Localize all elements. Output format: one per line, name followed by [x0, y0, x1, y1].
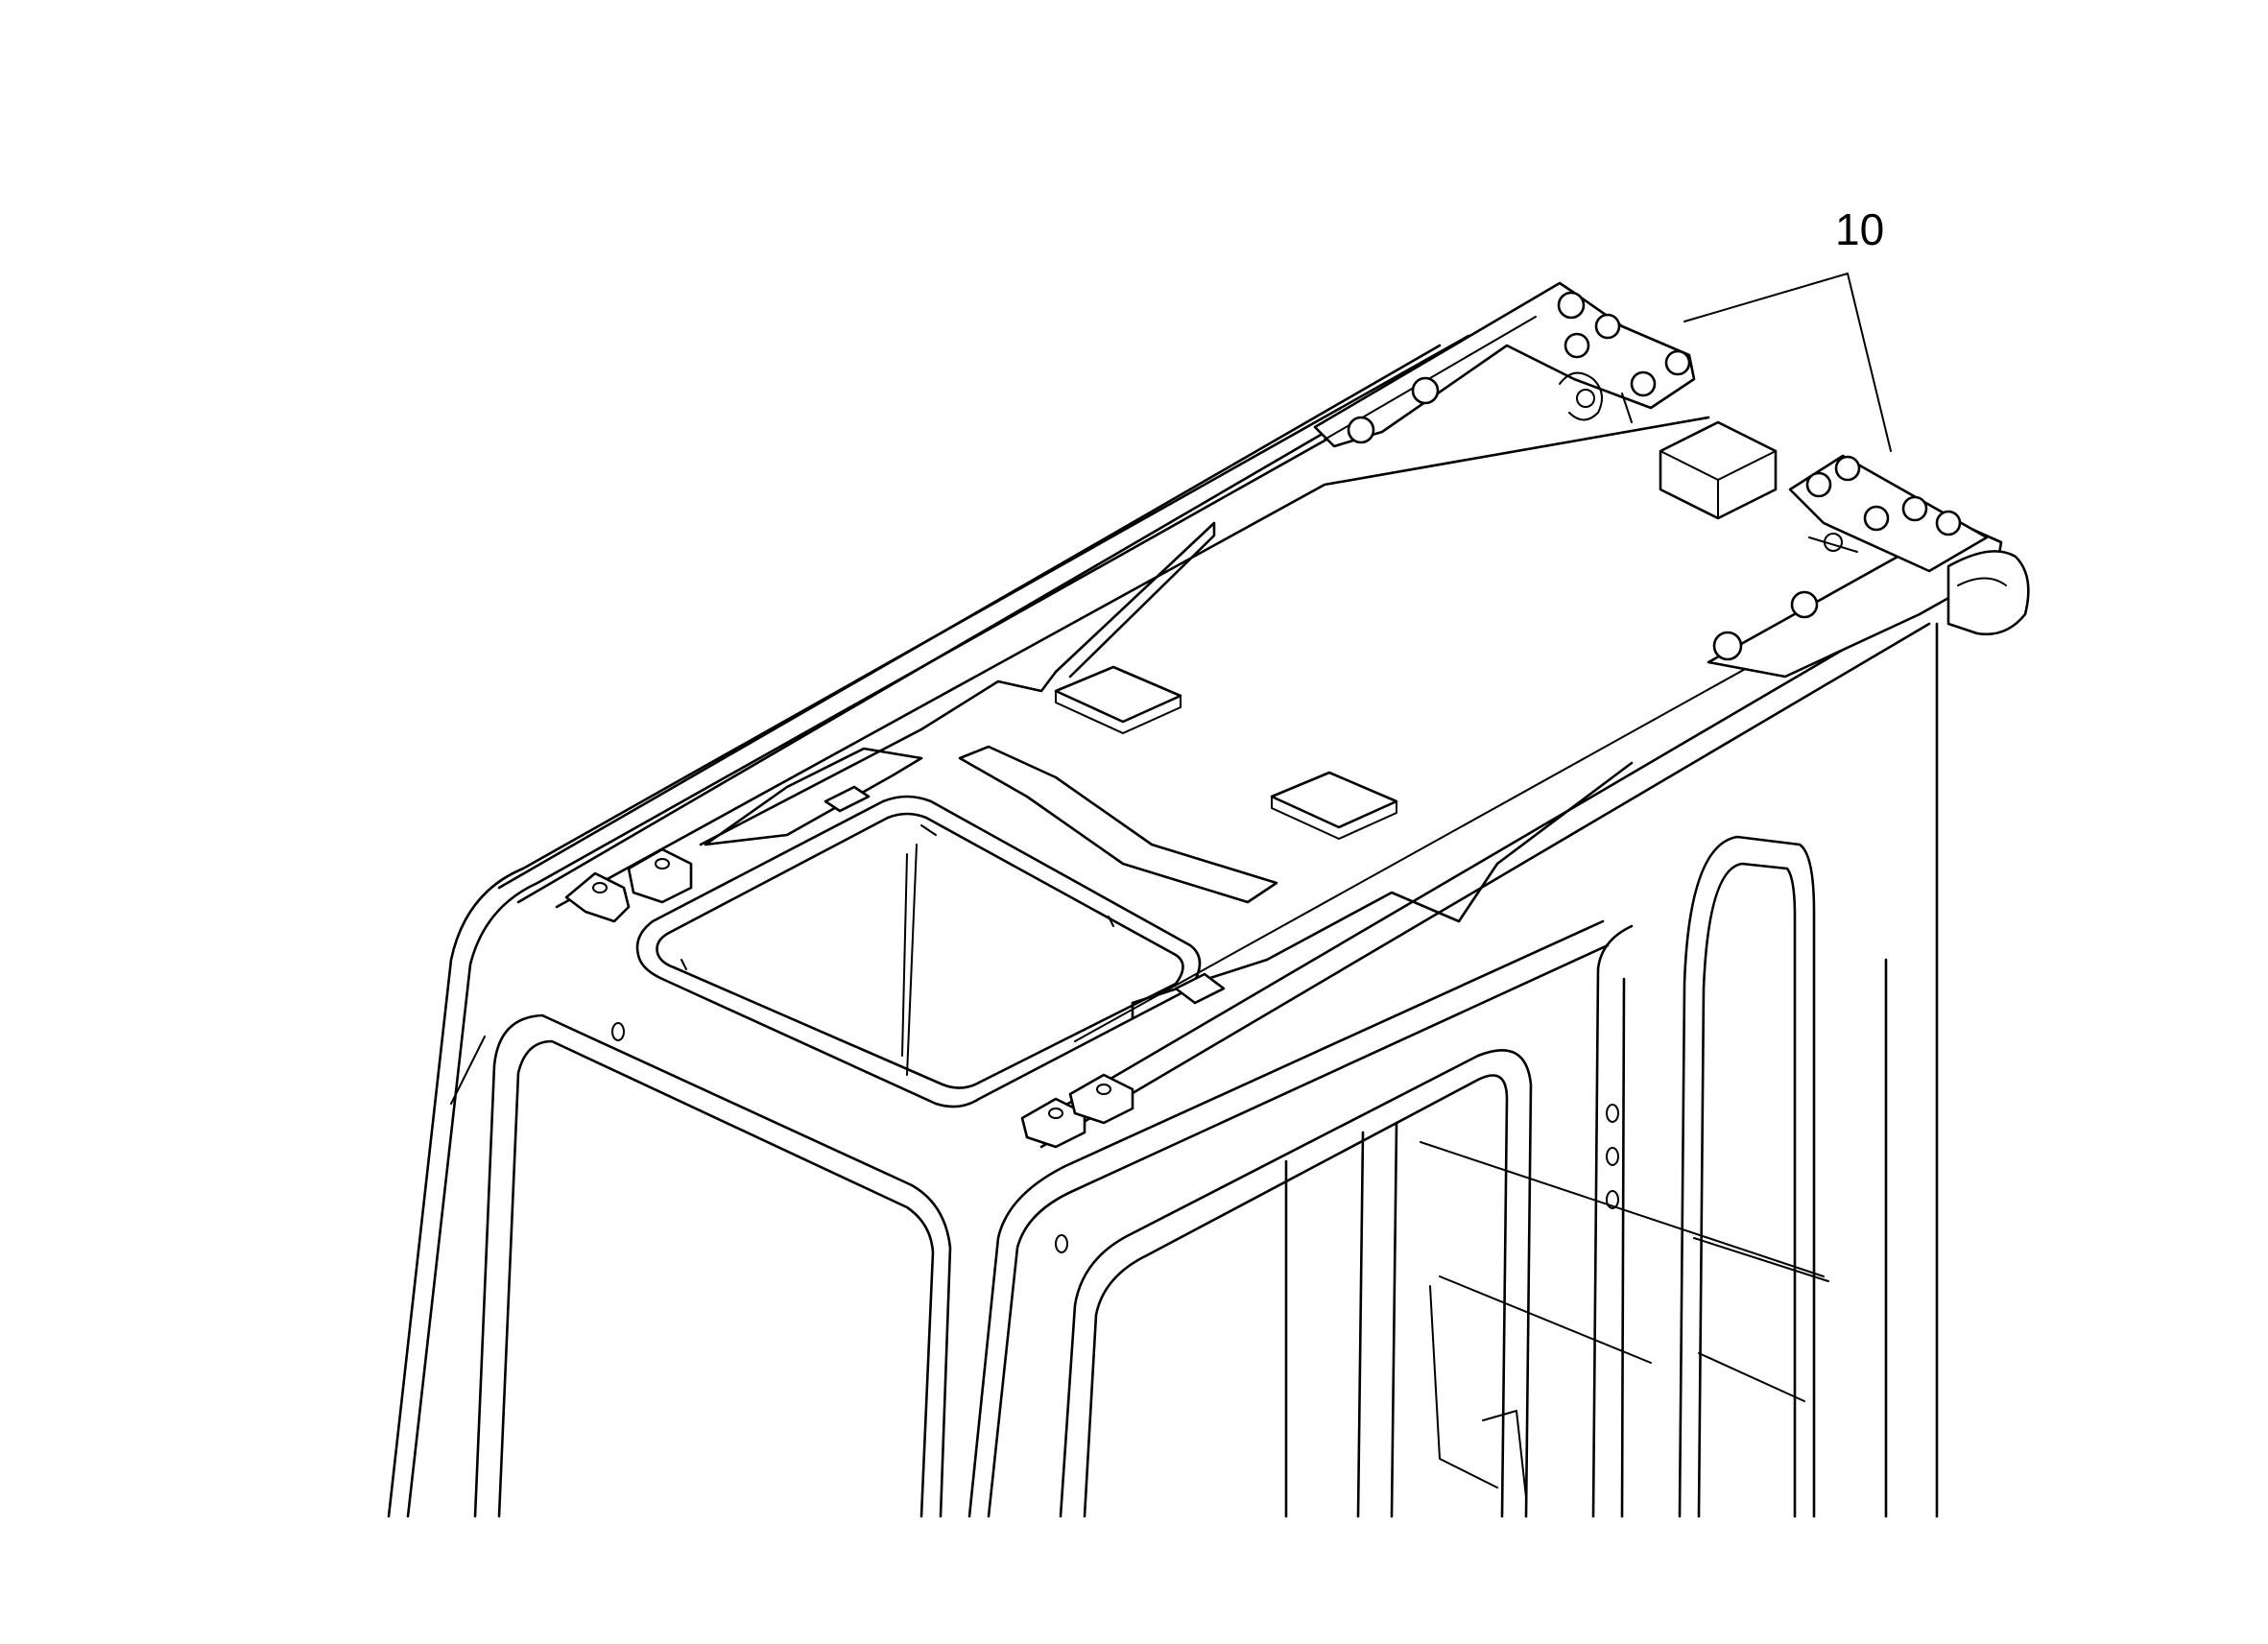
cab-body — [387, 334, 1939, 1518]
hinge-bracket-assembly — [1313, 281, 2030, 679]
callout-10: 10 — [1683, 204, 1892, 452]
callout-label: 10 — [1835, 204, 1884, 254]
roof-plate — [497, 344, 1931, 1149]
